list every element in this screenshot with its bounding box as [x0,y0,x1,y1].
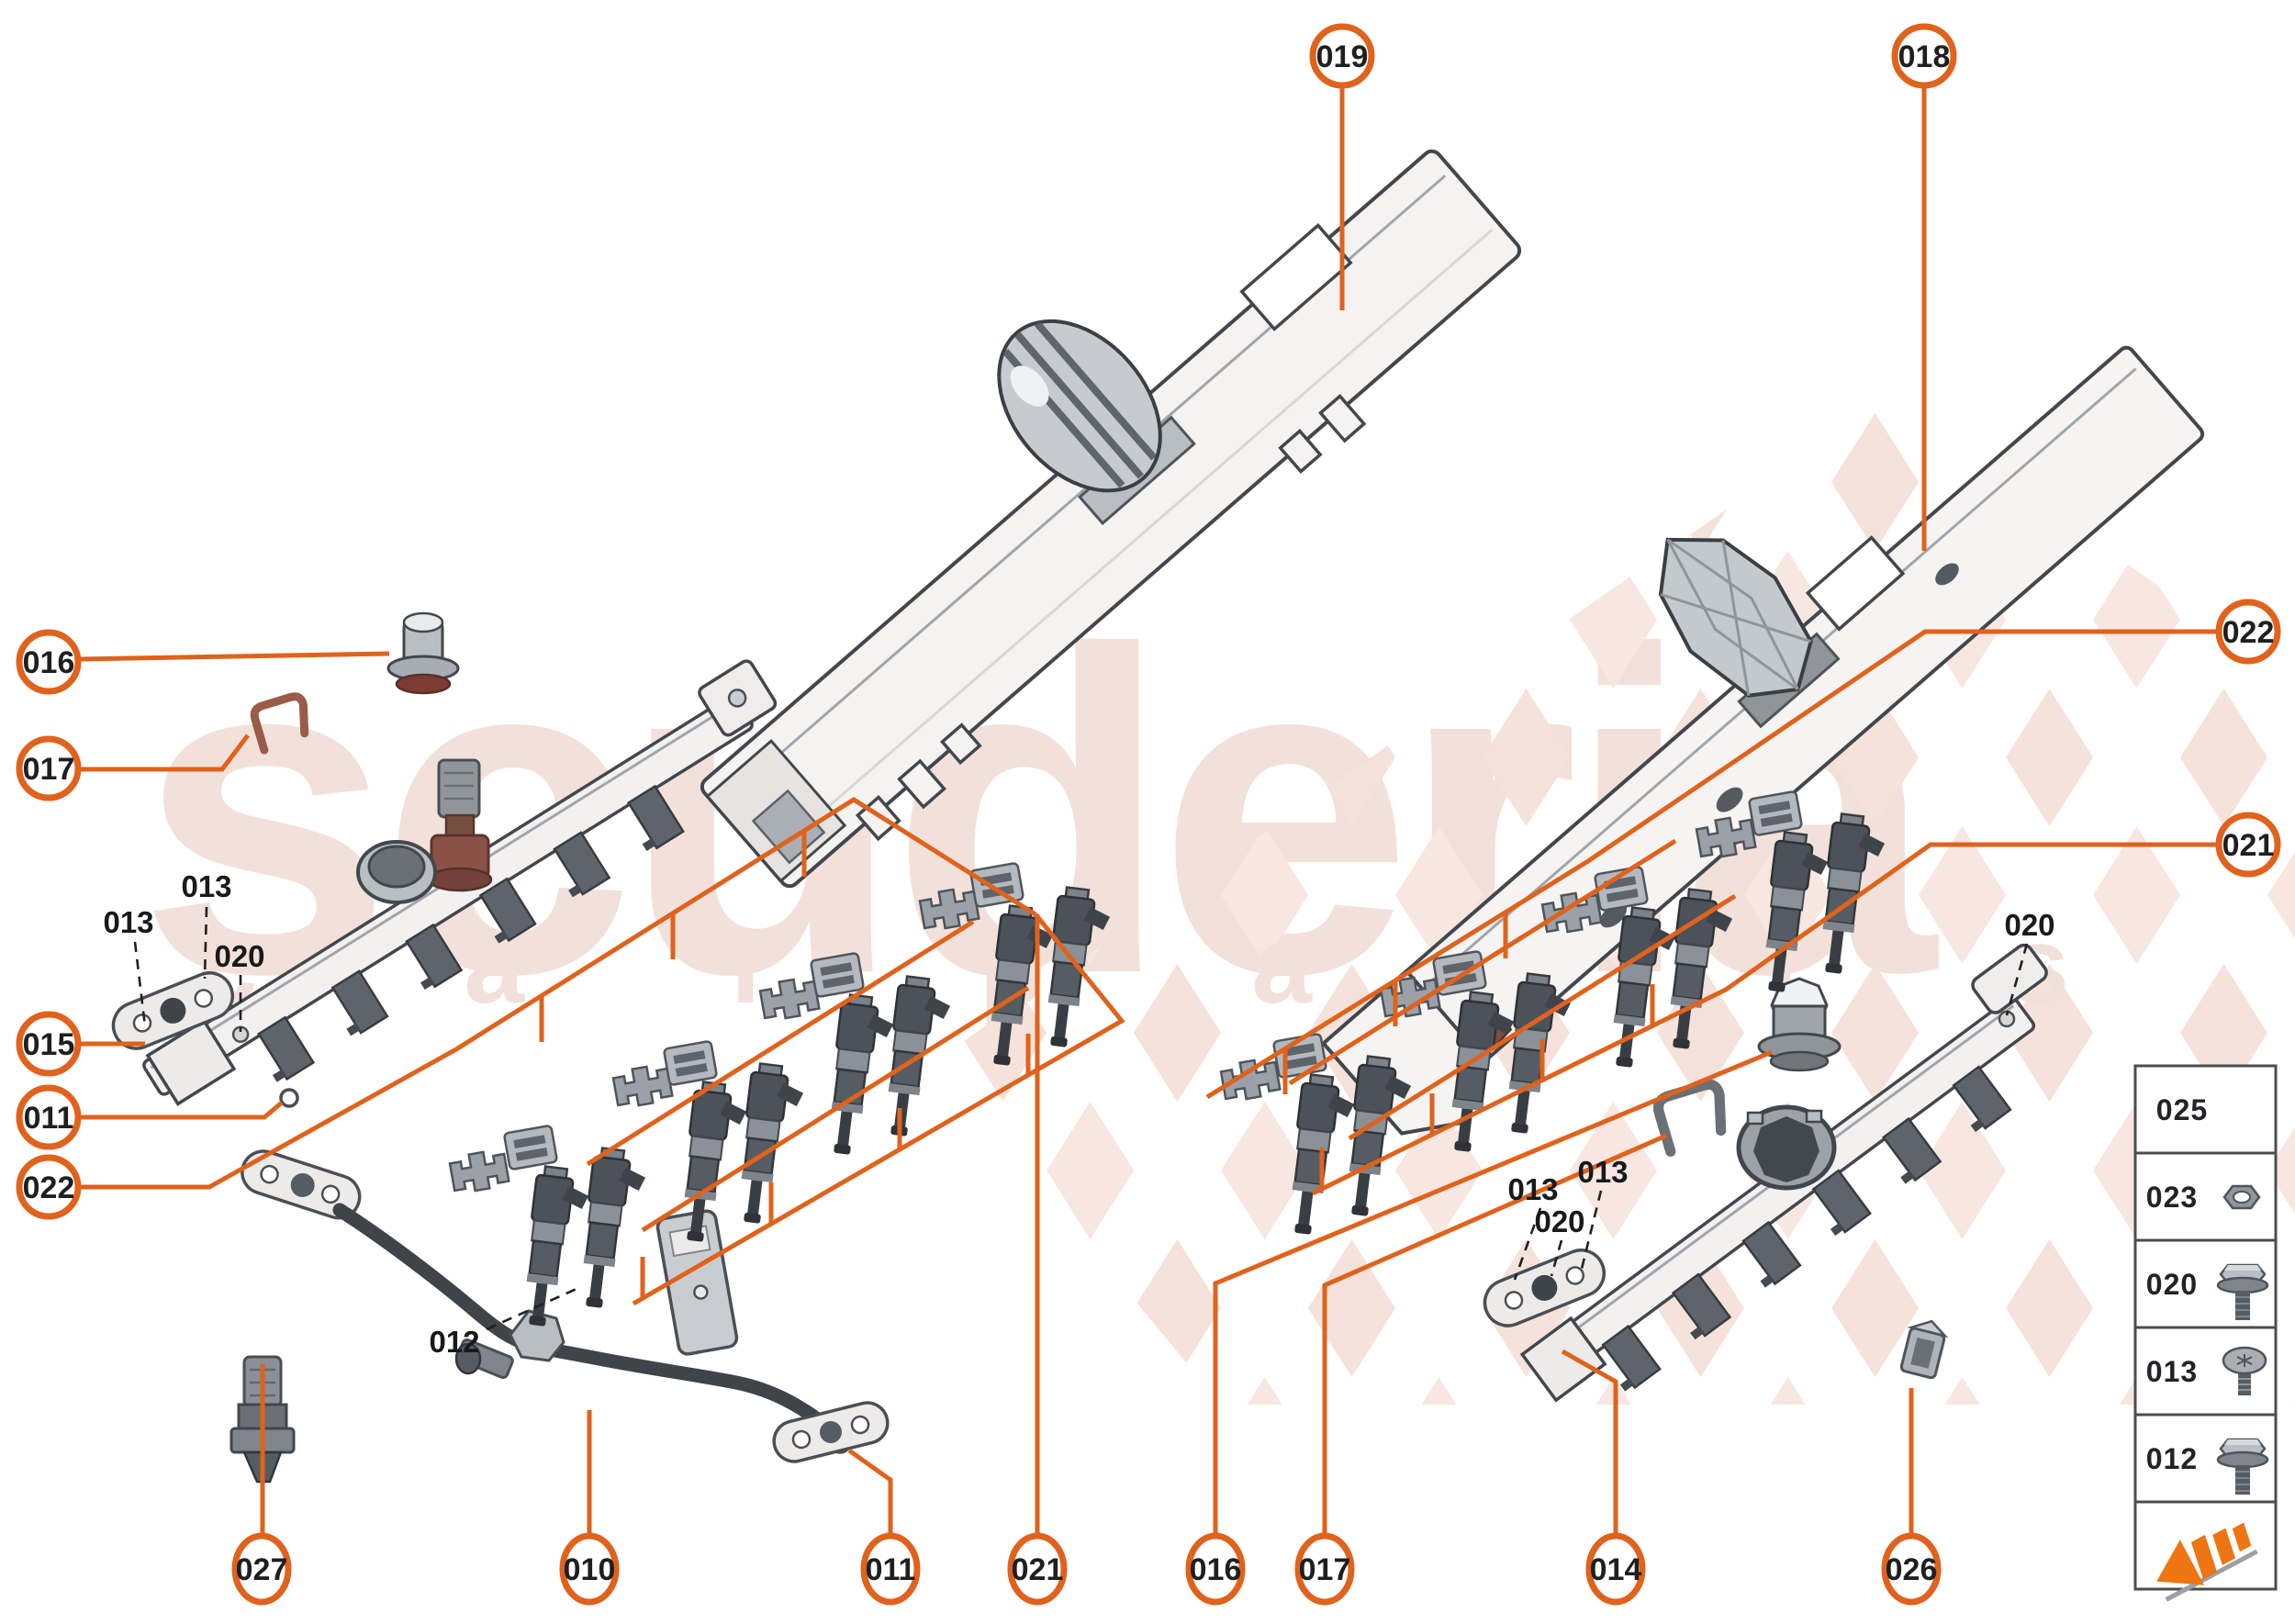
callout-011-bottom[interactable]: 011 [860,1532,921,1606]
pressure-sensor-on-rail [427,758,493,892]
callout-leader-lines [77,85,2219,1536]
callout-balloons: 019 018 016 017 022 021 015 011 022 027 … [16,23,2281,1606]
fuel-line-010 [241,1149,890,1463]
svg-text:011: 011 [24,1101,74,1136]
part-label-012: 012 [429,1325,479,1359]
callout-018[interactable]: 018 [1891,23,1957,89]
part-label-020: 020 [214,939,264,973]
svg-text:022: 022 [23,1170,75,1205]
brand-logo-arrow [2156,1522,2258,1602]
rail-mount-flange-right [1483,1249,1606,1327]
callout-026[interactable]: 026 [1881,1532,1942,1606]
banjo-fitting-012 [454,1309,565,1379]
legend-row-012: 012 [2146,1442,2198,1475]
svg-text:011: 011 [866,1552,916,1587]
rail-mount-flange-left [111,971,234,1050]
svg-text:017: 017 [23,752,75,787]
legend-row-020: 020 [2146,1268,2198,1301]
callout-011-left[interactable]: 011 [16,1084,82,1150]
svg-text:014: 014 [1590,1552,1642,1587]
callout-015[interactable]: 015 [16,1011,82,1077]
rail-retainer-collar-right [1736,1104,1837,1191]
svg-text:010: 010 [564,1552,616,1587]
part-label-020: 020 [1534,1204,1584,1238]
part-label-013: 013 [181,869,231,903]
part-label-013: 013 [1577,1155,1628,1189]
legend-row-025: 025 [2156,1093,2208,1126]
svg-text:022: 022 [2222,615,2275,650]
torx-screw-icon [2222,1346,2267,1395]
callout-021-bottom[interactable]: 021 [1007,1532,1068,1606]
callout-016-left[interactable]: 016 [16,629,82,695]
callout-027[interactable]: 027 [231,1532,292,1606]
svg-text:027: 027 [236,1552,288,1587]
svg-text:016: 016 [23,645,75,680]
svg-text:018: 018 [1898,39,1951,74]
callout-016-bottom[interactable]: 016 [1185,1532,1246,1606]
svg-text:016: 016 [1190,1552,1242,1587]
legend-row-013: 013 [2146,1355,2198,1388]
svg-text:019: 019 [1316,39,1369,74]
part-label-013: 013 [1507,1172,1558,1206]
callout-021-right[interactable]: 021 [2215,812,2281,878]
legend-row-023: 023 [2146,1181,2198,1214]
svg-text:015: 015 [23,1027,75,1062]
callout-014[interactable]: 014 [1585,1532,1646,1606]
dashed-leader-lines [133,906,2029,1331]
callout-022-right[interactable]: 022 [2215,599,2281,665]
clip-026 [1899,1319,1949,1380]
rail-end-cap-016-left [386,611,460,695]
watermark-letters: c a r p a r t s [197,905,2157,1026]
svg-text:026: 026 [1886,1552,1938,1587]
nut-icon [2222,1184,2261,1210]
callout-017-left[interactable]: 017 [16,735,82,801]
part-label-020: 020 [2004,908,2054,942]
part-label-013: 013 [103,905,153,939]
callout-017-bottom[interactable]: 017 [1294,1532,1355,1606]
svg-text:021: 021 [2222,828,2275,863]
callout-019[interactable]: 019 [1309,23,1375,89]
svg-text:017: 017 [1299,1552,1351,1587]
rail-end-cap-016-right [1757,977,1842,1072]
callout-010[interactable]: 010 [559,1532,620,1606]
o-ring-011-left [279,1088,299,1108]
callout-022-left[interactable]: 022 [16,1154,82,1220]
legend-table: 025 023 020 013 012 [2133,1064,2278,1602]
rail-retainer-collar-left [356,840,437,904]
svg-text:021: 021 [1012,1552,1064,1587]
